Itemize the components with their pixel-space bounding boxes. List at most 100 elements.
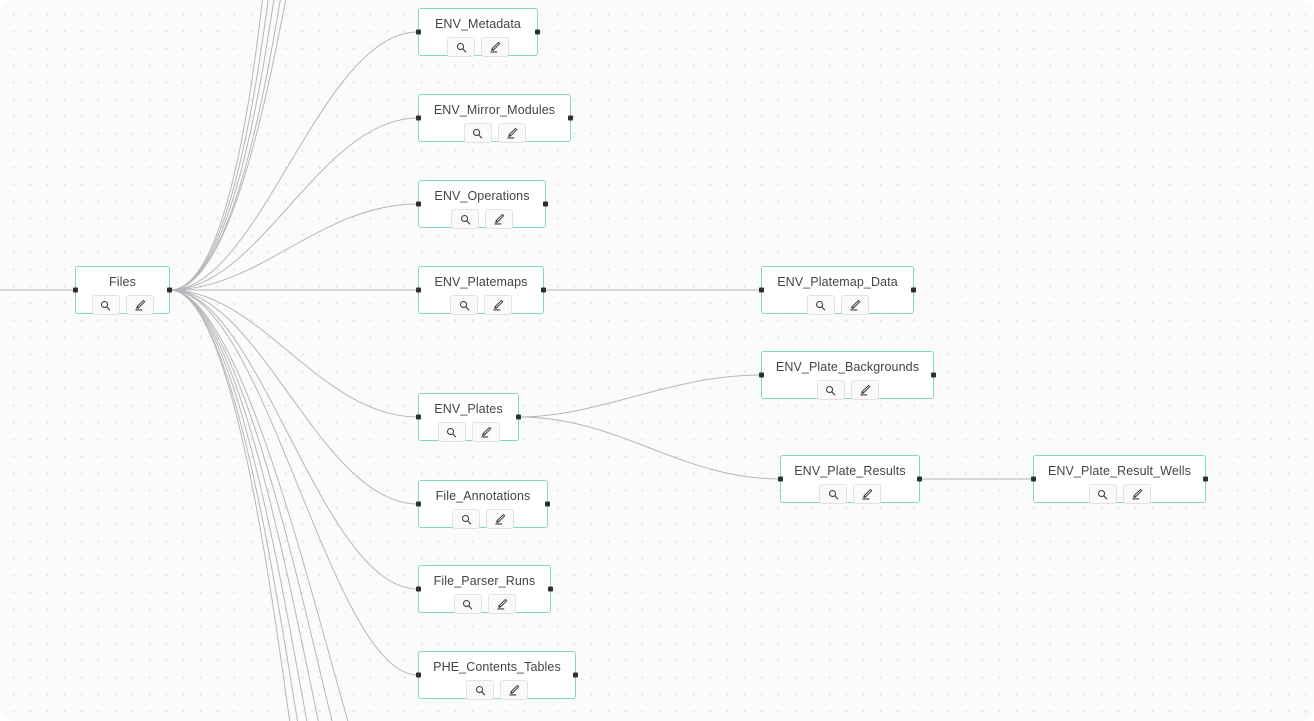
node-env_plates[interactable]: ENV_Plates [416,393,521,442]
search-icon [456,42,467,53]
handle-target-left[interactable] [759,372,764,378]
node-label: ENV_Plates [434,402,503,416]
handle-source-right[interactable] [1203,476,1208,482]
handle-source-right[interactable] [541,287,546,293]
pencil-icon-svg [494,213,505,225]
edit-button[interactable] [840,295,869,315]
pencil-icon-svg [509,684,520,696]
edge-files-offscreen-t1 [169,0,287,291]
node-env_platemap_data[interactable]: ENV_Platemap_Data [759,266,916,315]
node-toolbar [819,484,881,504]
edit-button[interactable] [481,37,509,57]
edge-files-file_annotations [169,289,419,505]
edit-button[interactable] [486,509,514,529]
pencil-icon [1131,488,1143,500]
inspect-button[interactable] [466,680,494,700]
pencil-icon-svg [862,488,873,500]
edit-button[interactable] [1122,484,1151,504]
node-env_platemaps[interactable]: ENV_Platemaps [416,266,546,315]
node-toolbar [453,594,516,614]
edit-button[interactable] [853,484,881,504]
inspect-button[interactable] [450,295,478,315]
edit-button[interactable] [471,422,500,442]
edit-button[interactable] [500,680,528,700]
handle-target-left[interactable] [73,287,78,293]
handle-source-right[interactable] [931,372,936,378]
search-icon [828,489,839,500]
handle-source-right[interactable] [548,586,553,592]
inspect-button[interactable] [91,295,120,315]
node-env_plate_backgrounds[interactable]: ENV_Plate_Backgrounds [759,351,936,400]
node-phe_contents_tables[interactable]: PHE_Contents_Tables [416,651,578,700]
handle-target-left[interactable] [778,476,783,482]
edge-files-offscreen-b6 [169,289,349,721]
handle-target-left[interactable] [416,414,421,420]
handle-target-left[interactable] [1031,476,1036,482]
handle-target-left[interactable] [416,287,421,293]
node-env_operations[interactable]: ENV_Operations [416,180,548,229]
inspect-button[interactable] [806,295,835,315]
edit-button[interactable] [850,380,879,400]
edit-button[interactable] [487,594,516,614]
node-toolbar [806,295,869,315]
node-files[interactable]: Files [73,266,172,315]
edit-button[interactable] [484,295,512,315]
search-icon-svg [456,42,466,52]
node-toolbar [466,680,528,700]
edit-button[interactable] [125,295,154,315]
node-toolbar [91,295,154,315]
edit-button[interactable] [497,123,526,143]
node-label: ENV_Metadata [435,17,521,31]
handle-source-right[interactable] [573,672,578,678]
handle-source-right[interactable] [568,115,573,121]
handle-source-right[interactable] [167,287,172,293]
handle-source-right[interactable] [543,201,548,207]
node-file_annotations[interactable]: File_Annotations [416,480,550,529]
inspect-button[interactable] [1088,484,1117,504]
node-env_plate_results[interactable]: ENV_Plate_Results [778,455,922,504]
node-env_mirror_modules[interactable]: ENV_Mirror_Modules [416,94,573,143]
handle-source-right[interactable] [917,476,922,482]
handle-source-right[interactable] [911,287,916,293]
pencil-icon [496,598,508,610]
inspect-button[interactable] [463,123,492,143]
pencil-icon-svg [134,299,145,311]
node-env_metadata[interactable]: ENV_Metadata [416,8,540,57]
handle-target-left[interactable] [416,586,421,592]
handle-source-right[interactable] [535,29,540,35]
node-toolbar [816,380,879,400]
inspect-button[interactable] [437,422,466,442]
inspect-button[interactable] [451,209,479,229]
handle-source-right[interactable] [545,501,550,507]
inspect-button[interactable] [453,594,482,614]
pencil-icon-svg [506,127,517,139]
handle-source-right[interactable] [516,414,521,420]
search-icon-svg [475,685,485,695]
edge-files-offscreen-t5 [169,0,263,291]
handle-target-left[interactable] [416,201,421,207]
edit-button[interactable] [485,209,513,229]
search-icon [446,427,457,438]
handle-target-left[interactable] [416,672,421,678]
node-label: ENV_Plate_Result_Wells [1047,464,1191,478]
handle-target-left[interactable] [416,501,421,507]
pencil-icon-svg [859,384,870,396]
search-icon [472,128,483,139]
handle-target-left[interactable] [759,287,764,293]
pencil-icon [859,384,871,396]
handle-target-left[interactable] [416,115,421,121]
inspect-button[interactable] [819,484,847,504]
node-label: File_Annotations [435,489,531,503]
inspect-button[interactable] [452,509,480,529]
pencil-icon [480,426,492,438]
pencil-icon [134,299,146,311]
inspect-button[interactable] [816,380,845,400]
node-env_plate_result_wells[interactable]: ENV_Plate_Result_Wells [1031,455,1208,504]
search-icon-svg [459,300,469,310]
node-label: PHE_Contents_Tables [433,660,561,674]
inspect-button[interactable] [447,37,475,57]
handle-target-left[interactable] [416,29,421,35]
node-file_parser_runs[interactable]: File_Parser_Runs [416,565,553,614]
